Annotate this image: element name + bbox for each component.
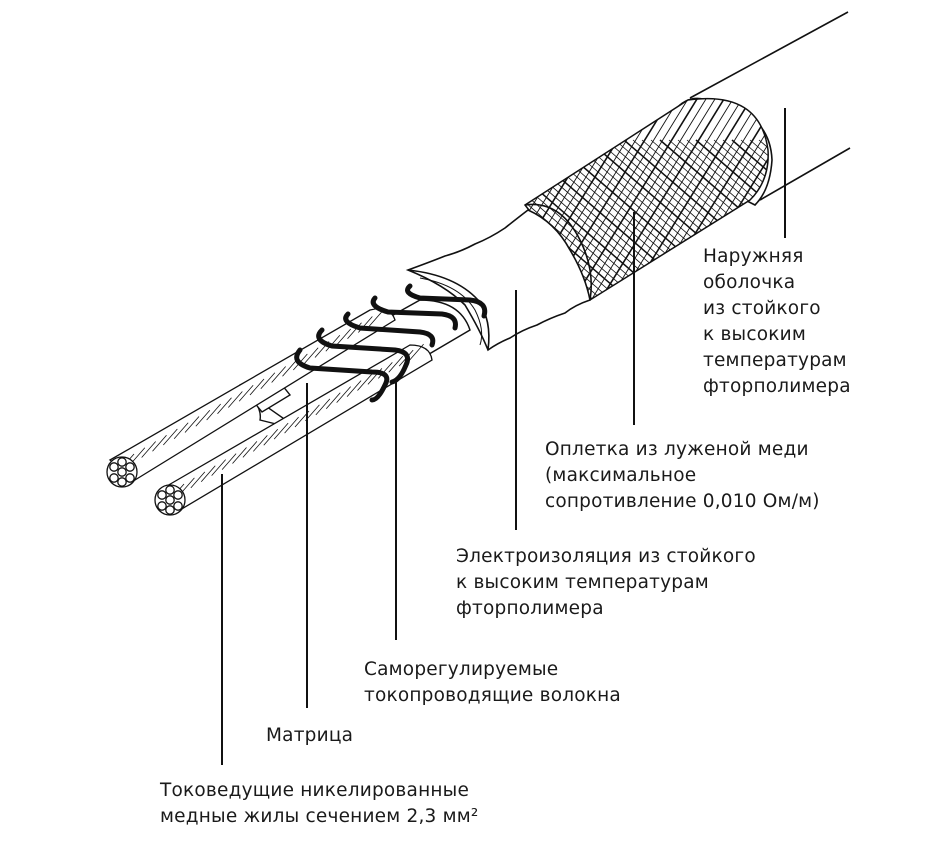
label-line: Матрица: [266, 723, 353, 749]
label-line: медные жилы сечением 2,3 мм²: [160, 804, 479, 830]
label-line: фторполимера: [703, 374, 851, 400]
label-line: (максимальное: [545, 463, 820, 489]
braid: [300, 60, 950, 330]
label-line: к высоким температурам: [456, 570, 756, 596]
label-line: токопроводящие волокна: [364, 683, 621, 709]
label-matrix: Матрица: [266, 723, 353, 749]
label-line: Саморегулируемые: [364, 657, 621, 683]
label-line: фторполимера: [456, 596, 756, 622]
label-line: оболочка: [703, 270, 851, 296]
label-line: к высоким: [703, 322, 851, 348]
label-line: Наружняя: [703, 244, 851, 270]
label-line: Токоведущие никелированные: [160, 778, 479, 804]
label-line: из стойкого: [703, 296, 851, 322]
label-line: температурам: [703, 348, 851, 374]
label-line: Электроизоляция из стойкого: [456, 544, 756, 570]
label-line: Оплетка из луженой меди: [545, 437, 820, 463]
label-line: сопротивление 0,010 Ом/м): [545, 489, 820, 515]
